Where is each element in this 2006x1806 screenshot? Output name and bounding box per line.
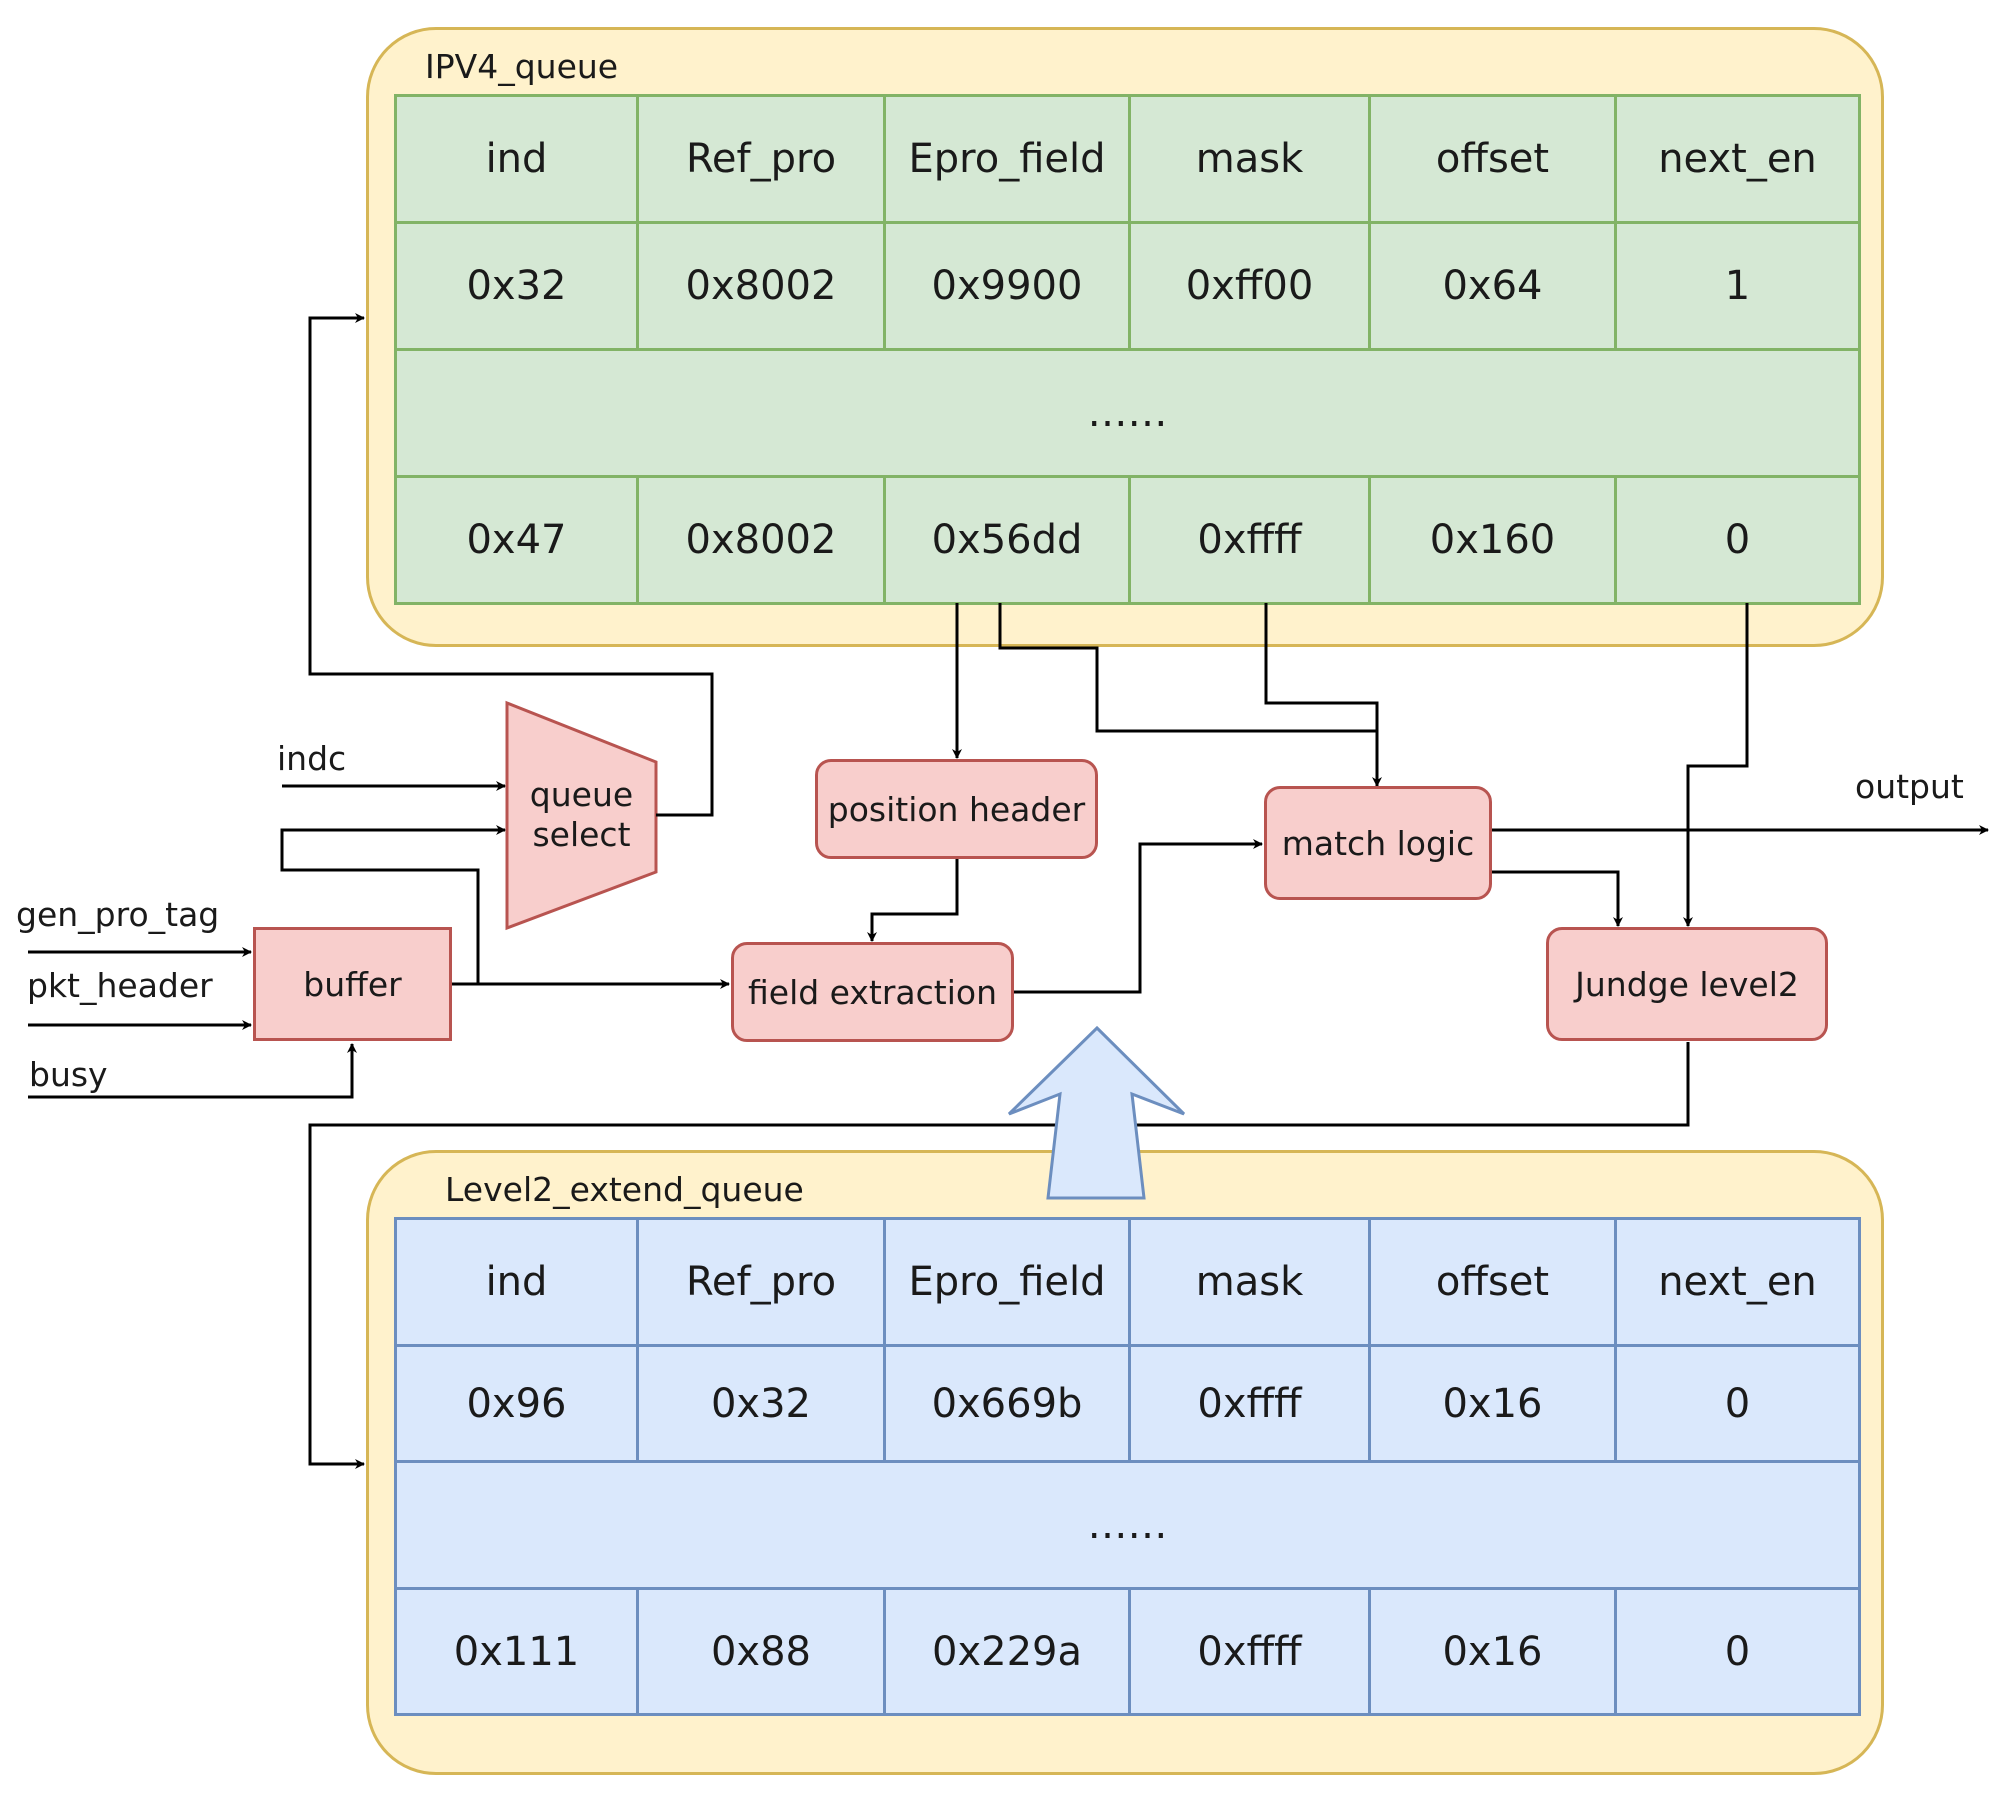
match-logic-block: match logic	[1264, 786, 1492, 900]
ipv4-queue-table: ind Ref_pro Epro_field mask offset next_…	[394, 94, 1861, 605]
ipv4-cell: 0xffff	[1128, 475, 1371, 605]
ipv4-row-last: 0x47 0x8002 0x56dd 0xffff 0x160 0	[394, 475, 1861, 605]
level2-cell: 0x229a	[883, 1587, 1131, 1716]
ipv4-ellipsis: ……	[394, 348, 1861, 478]
ipv4-cell: 0x32	[394, 221, 639, 351]
ipv4-header-cell: offset	[1368, 94, 1617, 224]
wire-queue-select-to-ipv4	[308, 313, 714, 817]
wire-match-logic-to-judge	[1492, 870, 1623, 927]
signal-gen-pro-tag-label: gen_pro_tag	[16, 895, 220, 934]
field-extraction-block: field extraction	[731, 942, 1014, 1042]
position-header-block: position header	[815, 759, 1098, 859]
level2-header-cell: next_en	[1614, 1217, 1861, 1347]
ipv4-cell: 0x8002	[636, 221, 886, 351]
ipv4-queue-title: IPV4_queue	[425, 47, 619, 86]
level2-row-first: 0x96 0x32 0x669b 0xffff 0x16 0	[394, 1344, 1861, 1463]
ipv4-header-cell: mask	[1128, 94, 1371, 224]
level2-cell: 0x16	[1368, 1587, 1617, 1716]
ipv4-cell: 0x47	[394, 475, 639, 605]
ipv4-cell: 0x9900	[883, 221, 1131, 351]
level2-header-cell: Epro_field	[883, 1217, 1131, 1347]
wire-position-header-to-field-extraction	[867, 859, 959, 942]
level2-to-field-extraction-big-arrow	[1007, 1025, 1186, 1200]
level2-header-cell: mask	[1128, 1217, 1371, 1347]
signal-indc-label: indc	[277, 739, 347, 778]
wire-busy	[28, 1043, 357, 1099]
judge-level2-block: Jundge level2	[1546, 927, 1828, 1041]
ipv4-row-ellipsis: ……	[394, 348, 1861, 478]
level2-queue-title: Level2_extend_queue	[445, 1170, 804, 1209]
queue-select-label-line1: queue	[529, 775, 634, 814]
level2-cell: 0x111	[394, 1587, 639, 1716]
level2-cell: 0x669b	[883, 1344, 1131, 1463]
level2-header-cell: offset	[1368, 1217, 1617, 1347]
wire-judge-to-level2	[308, 1042, 1690, 1469]
level2-cell: 0xffff	[1128, 1587, 1371, 1716]
ipv4-header-cell: next_en	[1614, 94, 1861, 224]
buffer-block: buffer	[253, 927, 452, 1041]
level2-cell: 0x16	[1368, 1344, 1617, 1463]
ipv4-cell: 0x8002	[636, 475, 886, 605]
ipv4-cell: 0x160	[1368, 475, 1617, 605]
signal-pkt-header-label: pkt_header	[27, 966, 213, 1005]
queue-select-label: queue select	[507, 775, 656, 855]
wire-ipv4-mask-to-match-logic	[1264, 603, 1379, 786]
queue-select-shape	[505, 700, 658, 931]
level2-row-last: 0x111 0x88 0x229a 0xffff 0x16 0	[394, 1587, 1861, 1716]
ipv4-cell: 0	[1614, 475, 1861, 605]
level2-header-cell: Ref_pro	[636, 1217, 886, 1347]
level2-queue-table: ind Ref_pro Epro_field mask offset next_…	[394, 1217, 1861, 1716]
level2-ellipsis: ……	[394, 1460, 1861, 1590]
ipv4-header-cell: Epro_field	[883, 94, 1131, 224]
level2-header-cell: ind	[394, 1217, 639, 1347]
level2-cell: 0	[1614, 1587, 1861, 1716]
level2-cell: 0x96	[394, 1344, 639, 1463]
level2-cell: 0	[1614, 1344, 1861, 1463]
ipv4-cell: 1	[1614, 221, 1861, 351]
level2-cell: 0x32	[636, 1344, 886, 1463]
level2-header-row: ind Ref_pro Epro_field mask offset next_…	[394, 1217, 1861, 1347]
ipv4-header-row: ind Ref_pro Epro_field mask offset next_…	[394, 94, 1861, 224]
signal-output-label: output	[1855, 767, 1964, 806]
ipv4-cell: 0x56dd	[883, 475, 1131, 605]
wire-ipv4-next-en-to-judge	[1683, 603, 1749, 927]
level2-cell: 0xffff	[1128, 1344, 1371, 1463]
ipv4-header-cell: Ref_pro	[636, 94, 886, 224]
ipv4-cell: 0xff00	[1128, 221, 1371, 351]
ipv4-row-first: 0x32 0x8002 0x9900 0xff00 0x64 1	[394, 221, 1861, 351]
queue-select-label-line2: select	[532, 815, 631, 854]
wire-field-extraction-to-match-logic	[1013, 839, 1263, 994]
signal-busy-label: busy	[29, 1055, 108, 1094]
wire-buffer-to-queue-select	[280, 825, 506, 984]
ipv4-header-cell: ind	[394, 94, 639, 224]
ipv4-cell: 0x64	[1368, 221, 1617, 351]
level2-cell: 0x88	[636, 1587, 886, 1716]
level2-row-ellipsis: ……	[394, 1460, 1861, 1590]
